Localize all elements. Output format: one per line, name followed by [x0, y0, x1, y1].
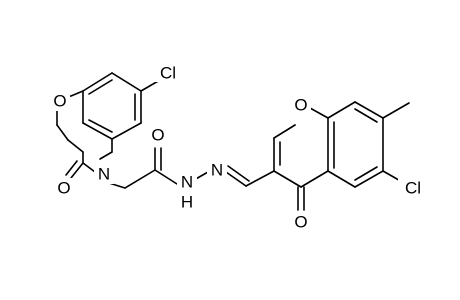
bond-o-c2 — [273, 124, 296, 139]
benzene-ring-right — [327, 101, 384, 188]
atom-n-hydrazide: N — [181, 173, 193, 192]
carbonyl-right — [297, 186, 305, 211]
pyranone-ring — [273, 107, 329, 188]
atom-cl-top: Cl — [160, 64, 176, 83]
atom-o-ring-right: O — [294, 96, 307, 115]
linker-ch2 — [108, 169, 156, 189]
bond-c-nh — [154, 169, 178, 185]
carbonyl-left — [65, 160, 84, 179]
atom-n-ring-left: N — [98, 165, 110, 184]
amide-carbonyl — [154, 147, 162, 171]
atom-n-imine: N — [211, 161, 223, 180]
imine-double-bond — [225, 165, 250, 187]
atom-cl-right: Cl — [405, 179, 421, 198]
bond-c3-n — [82, 162, 96, 173]
bond-ch-chromone — [245, 170, 275, 187]
atom-o-carbonyl-right: O — [294, 213, 307, 232]
atom-o-ring-left: O — [53, 92, 66, 111]
benzene-ring-left — [82, 72, 142, 140]
atom-o-amide: O — [151, 126, 164, 145]
atom-o-carbonyl-left: O — [57, 179, 70, 198]
methyl-bond — [382, 102, 410, 119]
atom-h-hydrazide: H — [181, 193, 193, 212]
